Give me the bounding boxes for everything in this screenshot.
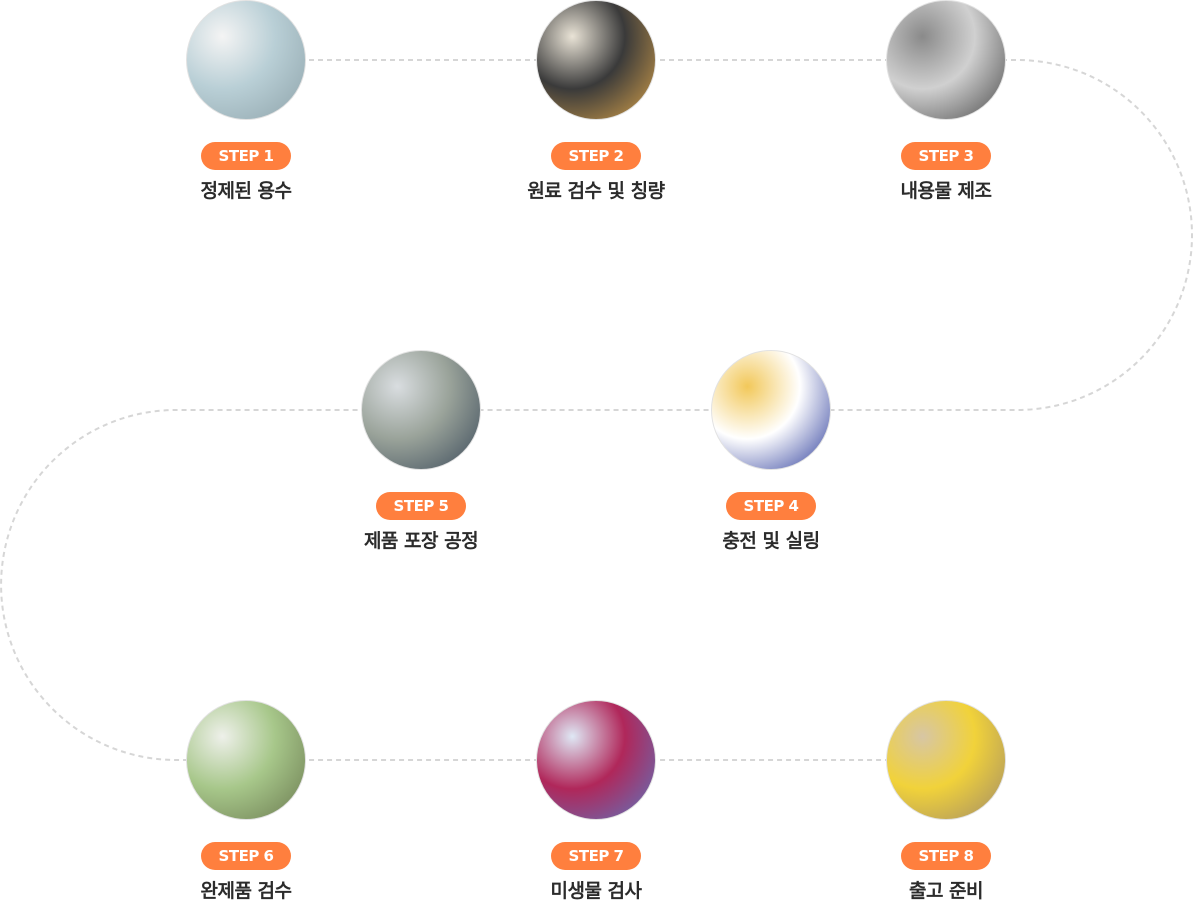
step-badge: STEP 3 <box>901 142 991 170</box>
process-step-7: STEP 7 미생물 검사 <box>496 700 696 903</box>
step-label: 완제품 검수 <box>200 880 292 902</box>
step-badge: STEP 6 <box>201 842 291 870</box>
step-label: 원료 검수 및 칭량 <box>527 180 665 202</box>
process-step-5: STEP 5 제품 포장 공정 <box>321 350 521 553</box>
step-badge: STEP 1 <box>201 142 291 170</box>
step-label: 출고 준비 <box>908 880 984 902</box>
step-label: 정제된 용수 <box>200 180 292 202</box>
step-badge: STEP 2 <box>551 142 641 170</box>
process-step-8: STEP 8 출고 준비 <box>846 700 1046 903</box>
step-photo <box>711 350 831 470</box>
step-label: 내용물 제조 <box>900 180 992 202</box>
process-step-4: STEP 4 충전 및 실링 <box>671 350 871 553</box>
step-photo <box>536 0 656 120</box>
step-badge: STEP 8 <box>901 842 991 870</box>
step-label: 제품 포장 공정 <box>363 530 479 552</box>
step-badge: STEP 4 <box>726 492 816 520</box>
step-label: 충전 및 실링 <box>722 530 820 552</box>
step-photo <box>361 350 481 470</box>
step-photo <box>886 700 1006 820</box>
step-photo <box>886 0 1006 120</box>
process-step-2: STEP 2 원료 검수 및 칭량 <box>496 0 696 203</box>
step-photo <box>536 700 656 820</box>
step-badge: STEP 7 <box>551 842 641 870</box>
process-step-6: STEP 6 완제품 검수 <box>146 700 346 903</box>
process-step-1: STEP 1 정제된 용수 <box>146 0 346 203</box>
step-label: 미생물 검사 <box>550 880 642 902</box>
step-photo <box>186 700 306 820</box>
step-badge: STEP 5 <box>376 492 466 520</box>
process-step-3: STEP 3 내용물 제조 <box>846 0 1046 203</box>
step-photo <box>186 0 306 120</box>
